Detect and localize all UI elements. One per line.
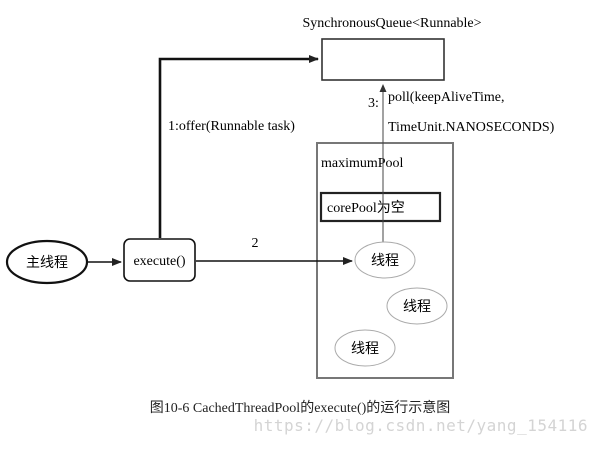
watermark: https://blog.csdn.net/yang_154116 xyxy=(253,416,588,435)
synchronous-queue-box xyxy=(321,38,445,81)
execute-label: execute() xyxy=(133,254,185,269)
offer-edge xyxy=(158,55,319,238)
dispatch-edge-label: 2 xyxy=(252,236,259,251)
worker-thread-node-2 xyxy=(386,287,448,325)
worker-thread-label-1: 线程 xyxy=(371,253,399,269)
main-thread-node xyxy=(5,239,89,285)
poll-edge-label-line1: poll(keepAliveTime, xyxy=(388,90,505,105)
execute-box xyxy=(123,238,196,282)
worker-thread-node-1 xyxy=(354,241,416,279)
figure-caption: 图10-6 CachedThreadPool的execute()的运行示意图 xyxy=(149,401,451,416)
main-thread-label: 主线程 xyxy=(26,255,68,271)
offer-edge-label: 1:offer(Runnable task) xyxy=(168,119,295,134)
worker-thread-label-3: 线程 xyxy=(351,341,379,357)
poll-edge-label-line2: TimeUnit.NANOSECONDS) xyxy=(388,120,555,135)
worker-thread-label-2: 线程 xyxy=(403,299,431,315)
worker-thread-node-3 xyxy=(334,329,396,367)
queue-label: SynchronousQueue<Runnable> xyxy=(302,16,481,31)
core-pool-box xyxy=(319,191,442,223)
core-pool-label: corePool为空 xyxy=(327,200,405,216)
poll-edge-number: 3: xyxy=(368,96,379,111)
maximum-pool-label: maximumPool xyxy=(321,156,404,171)
